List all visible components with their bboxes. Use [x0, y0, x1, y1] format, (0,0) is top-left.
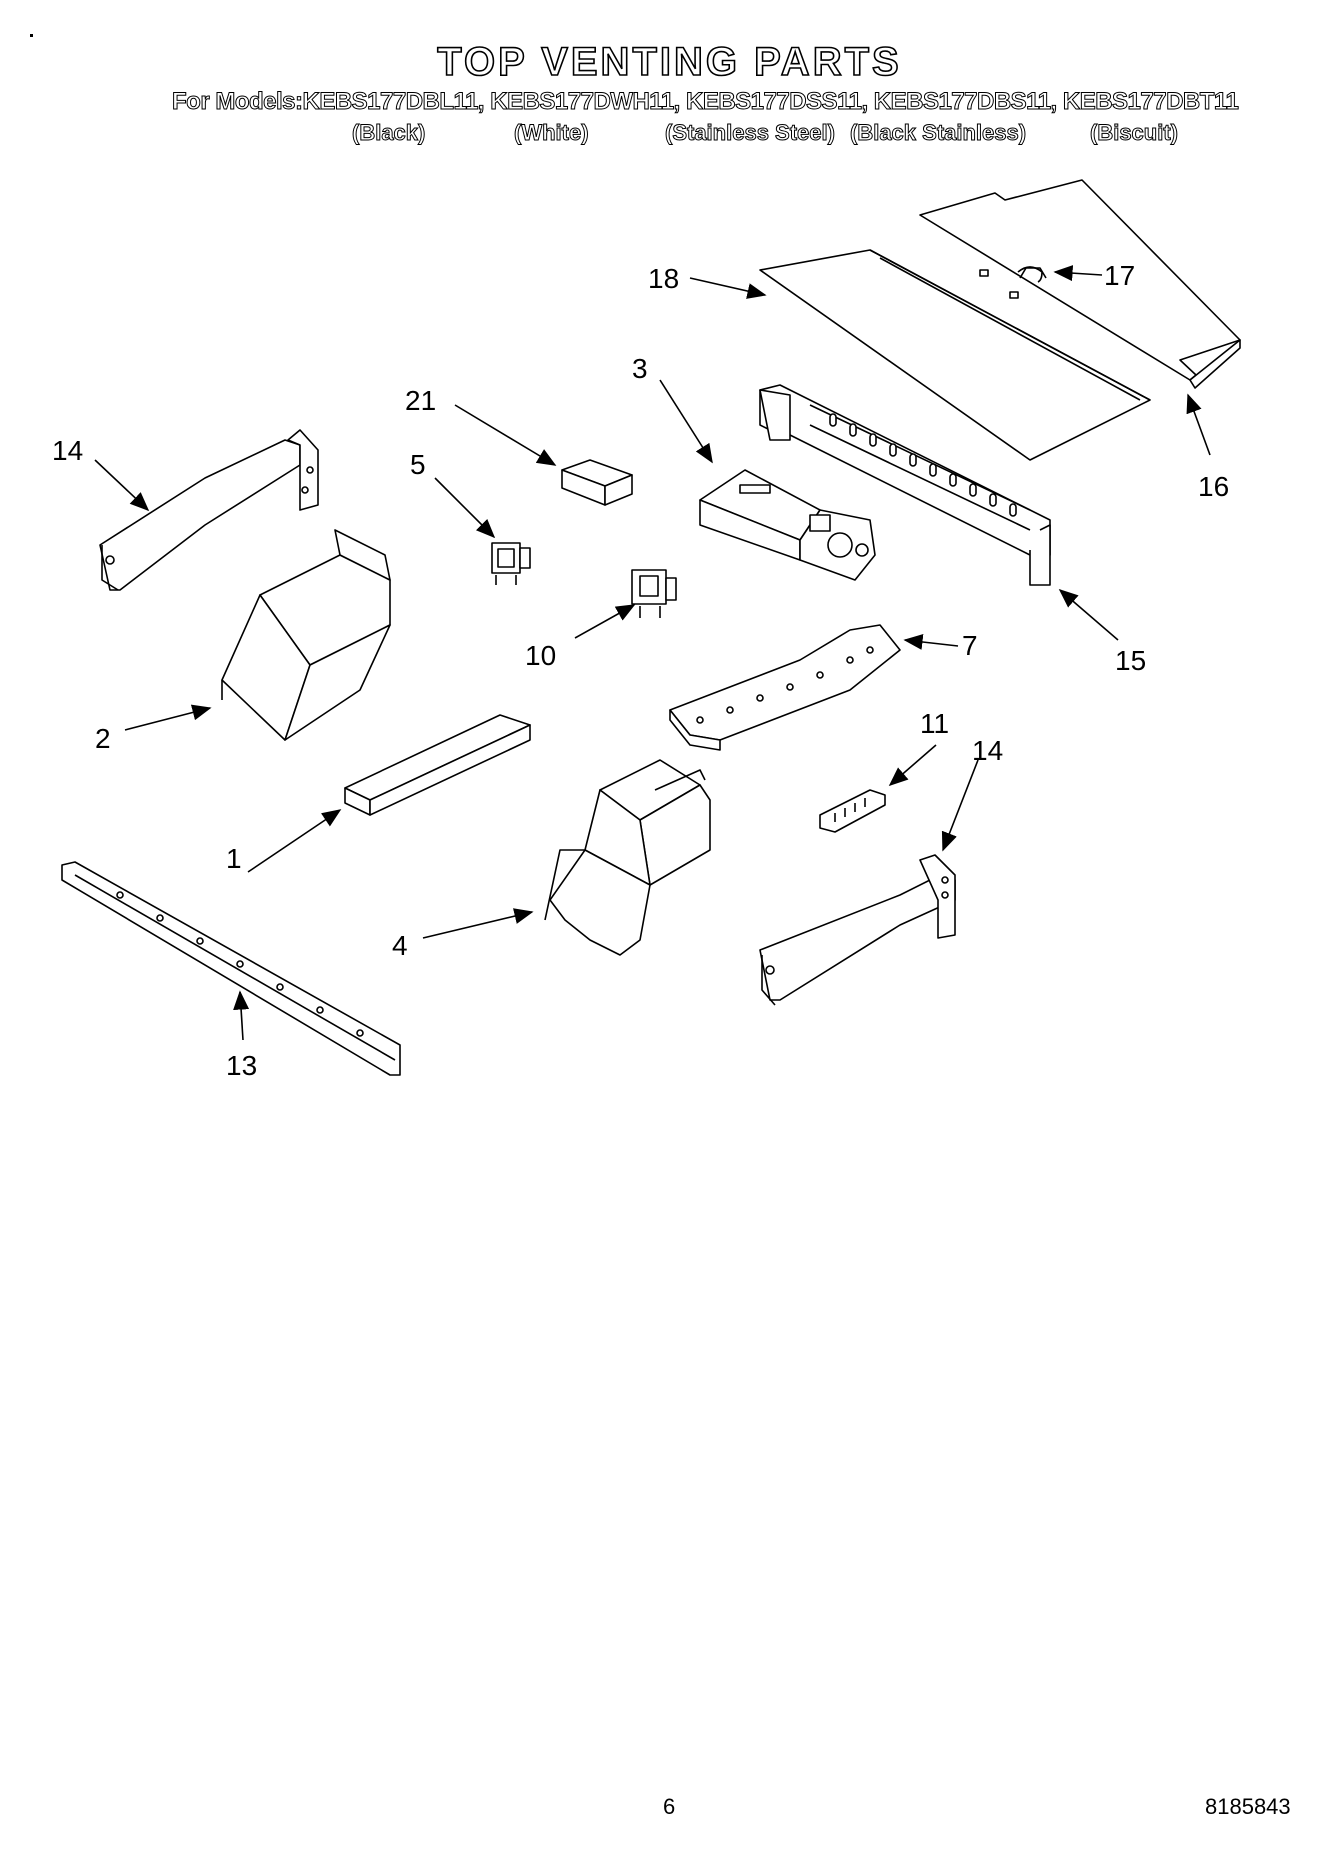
- callout-2: 2: [95, 723, 111, 754]
- part-1-strip: [344, 714, 531, 816]
- leader-5: [434, 477, 496, 539]
- variant-white: (White): [514, 120, 590, 146]
- leader-10: [574, 604, 636, 639]
- part-21-foam-block: [561, 459, 633, 506]
- leader-18: [689, 277, 767, 299]
- leader-2: [124, 704, 212, 731]
- models-line: For Models:KEBS177DBL11, KEBS177DWH11, K…: [171, 88, 1239, 116]
- callout-4: 4: [392, 930, 408, 961]
- leader-3: [659, 379, 713, 464]
- callout-11: 11: [920, 708, 949, 739]
- part-2-duct: [221, 529, 391, 741]
- part-15-bracket: [759, 384, 1051, 586]
- callout-7: 7: [962, 630, 978, 661]
- part-14-left-bracket: [99, 429, 319, 591]
- page-number: 6: [663, 1794, 676, 1819]
- callout-3: 3: [632, 353, 648, 384]
- callout-18: 18: [648, 263, 679, 294]
- leader-14b: [941, 759, 979, 852]
- page-title: TOP VENTING PARTS: [436, 39, 902, 85]
- leader-16: [1186, 393, 1211, 456]
- variant-stainless-steel: (Stainless Steel): [665, 120, 836, 146]
- part-18-vent-panel: [759, 249, 1151, 461]
- leader-11: [888, 744, 937, 787]
- leader-4: [422, 908, 534, 939]
- variant-black: (Black): [351, 120, 426, 146]
- callout-5: 5: [410, 449, 426, 480]
- callout-14-left: 14: [52, 435, 83, 466]
- part-14-right-bracket: [759, 854, 956, 1006]
- leader-21: [454, 404, 557, 466]
- part-10-switch: [631, 569, 677, 618]
- part-4-duct-box: [544, 759, 711, 956]
- leader-17: [1053, 265, 1103, 282]
- leader-7: [903, 634, 959, 650]
- variant-black-stainless: (Black Stainless): [849, 120, 1027, 146]
- callout-16: 16: [1198, 471, 1229, 502]
- part-7-plate: [669, 624, 901, 751]
- part-16-top-cover: [919, 179, 1241, 389]
- callout-17: 17: [1104, 260, 1135, 291]
- part-17-clip: [1017, 266, 1047, 283]
- part-13-rail: [61, 861, 401, 1076]
- variant-biscuit: (Biscuit): [1090, 120, 1179, 146]
- leader-13: [233, 990, 250, 1041]
- scan-speck: [30, 34, 33, 37]
- part-11-terminal-block: [819, 789, 886, 833]
- callout-15: 15: [1115, 645, 1146, 676]
- leader-14a: [94, 459, 150, 512]
- callout-21: 21: [405, 385, 436, 416]
- callout-13: 13: [226, 1050, 257, 1081]
- leader-15: [1058, 588, 1119, 641]
- part-5-switch: [491, 542, 531, 585]
- leader-1: [247, 809, 342, 873]
- part-3-motor-assembly: [699, 469, 876, 581]
- document-number: 8185843: [1205, 1794, 1291, 1819]
- callout-10: 10: [525, 640, 556, 671]
- callout-14-right: 14: [972, 735, 1003, 766]
- callout-1: 1: [226, 843, 242, 874]
